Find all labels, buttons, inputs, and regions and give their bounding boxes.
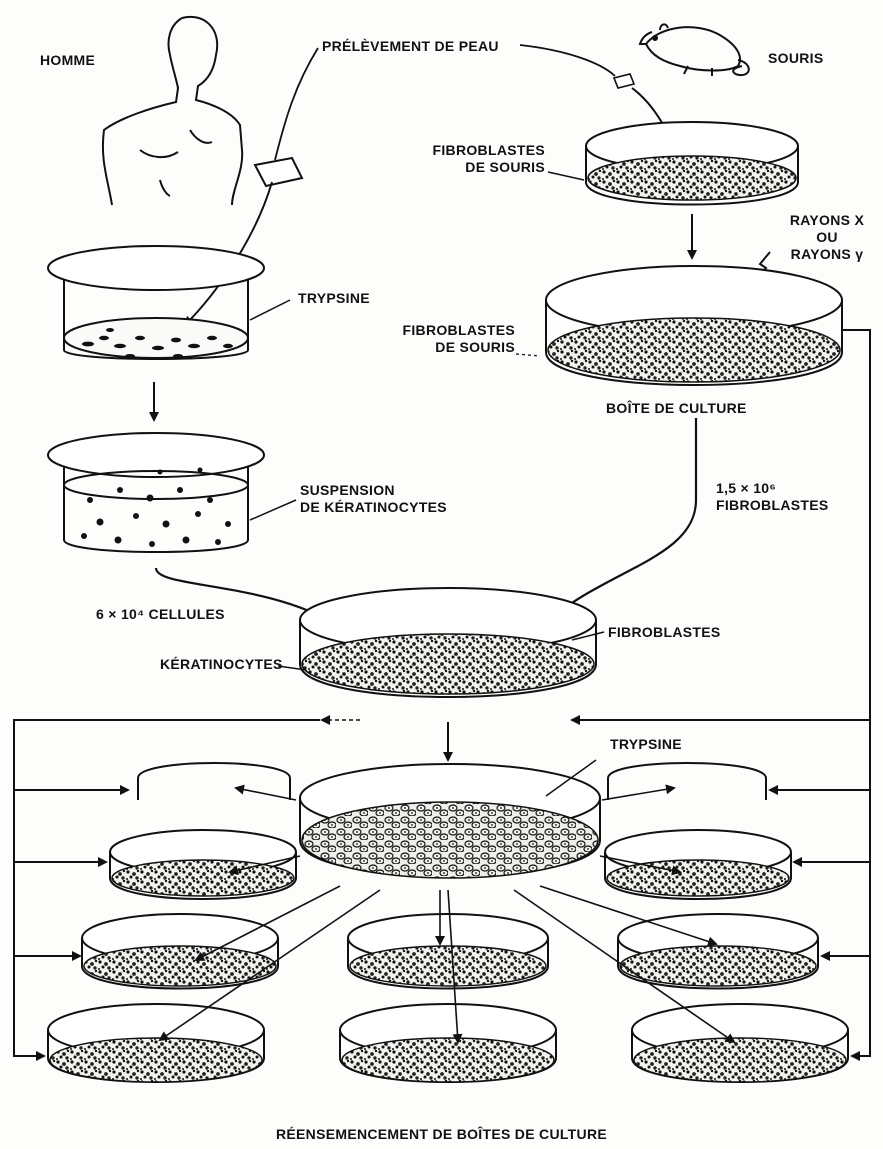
trypsin-label-1: TRYPSINE [298,290,370,307]
trypsin-label-2: TRYPSINE [610,736,682,753]
culture-dish-row4-right [632,1004,848,1082]
cell-count-label: 6 × 10⁴ CELLULES [96,606,225,623]
keratinocyte-cells [81,468,231,548]
culture-box-label: BOÎTE DE CULTURE [606,400,747,417]
mouse-figure-icon [640,24,749,76]
keratinocyte-suspension-label: SUSPENSION DE KÉRATINOCYTES [300,482,447,516]
human-label: HOMME [40,52,95,69]
culture-dish-row3-center [348,914,548,989]
mouse-fibroblasts-label-1: FIBROBLASTES DE SOURIS [405,142,545,176]
trypsin-dish-large [300,764,600,878]
skin-sample-icon [255,158,302,186]
culture-dish-row3-right [618,914,818,989]
skin-sample-icon [614,74,634,88]
mouse-fibroblasts-label-2: FIBROBLASTES DE SOURIS [370,322,515,356]
mouse-fibroblast-dish [586,122,798,205]
culture-dish-row3-left [82,914,278,989]
mouse-label: SOURIS [768,50,823,67]
trypsin-beaker [48,246,264,359]
coculture-dish [300,588,596,697]
culture-dish-row4-left [48,1004,264,1082]
radiation-label: RAYONS X OU RAYONS γ [772,212,882,263]
figure-caption: RÉENSEMENCEMENT DE BOÎTES DE CULTURE [0,1126,883,1143]
fibroblasts-label: FIBROBLASTES [608,624,721,641]
keratinocyte-suspension-beaker [48,433,264,552]
culture-dish-row2-right [605,830,791,899]
fibroblast-count-label: 1,5 × 10⁶ FIBROBLASTES [716,480,829,514]
culture-dish-row2-left [110,830,296,899]
culture-dish-row4-center [340,1004,556,1082]
keratinocytes-label: KÉRATINOCYTES [160,656,283,673]
skin-sample-label: PRÉLÈVEMENT DE PEAU [322,38,499,55]
culture-box-dish [546,266,842,385]
human-figure-icon [103,17,242,205]
